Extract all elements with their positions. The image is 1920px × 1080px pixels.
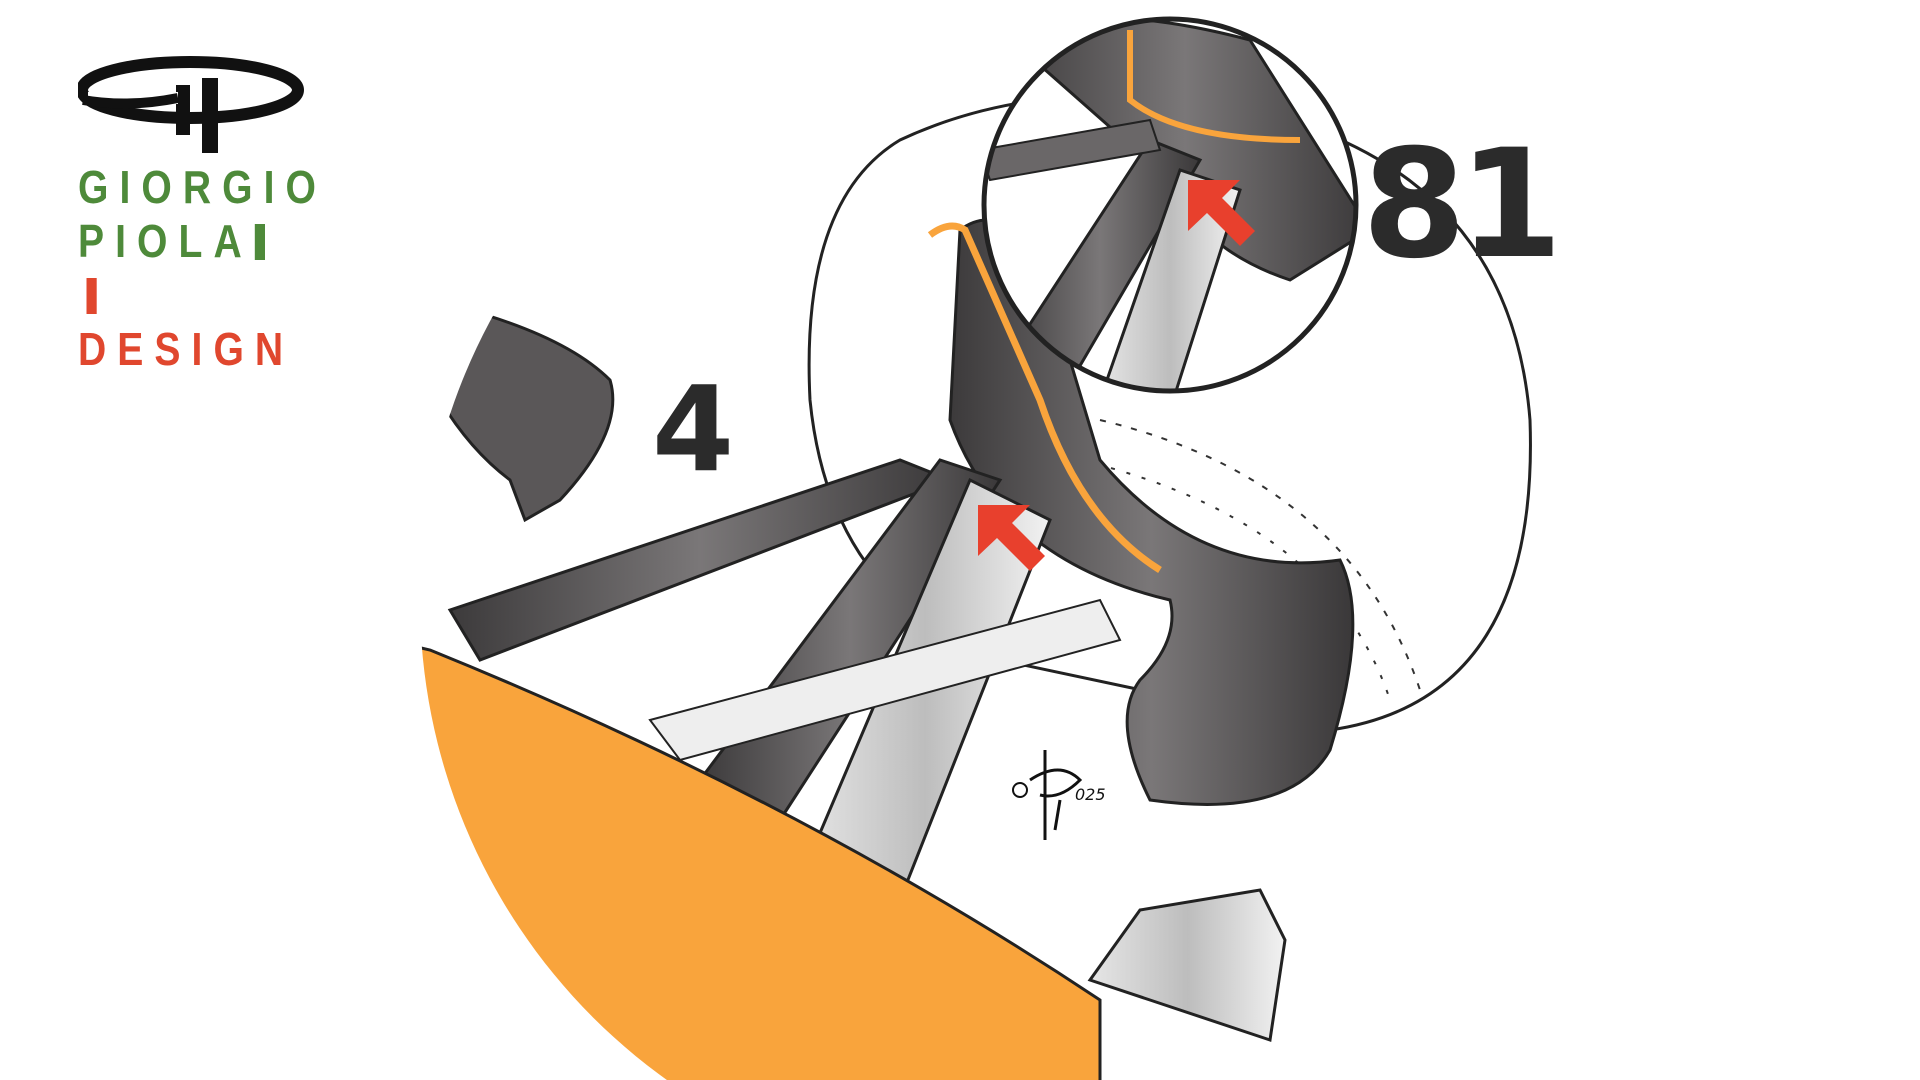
artist-signature: 025: [1012, 750, 1106, 840]
logo-line-giorgio: GIORGIO: [78, 161, 327, 213]
flag-red: [86, 278, 97, 314]
logo-line-design: DESIGN: [78, 323, 295, 375]
wing-endplate: [1087, 888, 1287, 1042]
logo-piola-text: PIOLA: [78, 215, 253, 267]
svg-text:025: 025: [1075, 785, 1106, 804]
logo-line-piola: PIOLA: [78, 214, 278, 322]
flag-green: [254, 224, 265, 260]
brake-duct: [948, 218, 1355, 806]
red-arrow-inset: [1188, 180, 1255, 246]
car-number-81: 81: [1362, 118, 1563, 292]
detail-inset: [981, 16, 1359, 394]
bargeboard: [428, 298, 615, 523]
red-arrow-main: [978, 505, 1045, 571]
gp-mark-icon: [76, 56, 304, 153]
car-number-4: 4: [652, 360, 735, 498]
giorgio-piola-logo: GIORGIO PIOLA DESIGN: [76, 50, 327, 376]
